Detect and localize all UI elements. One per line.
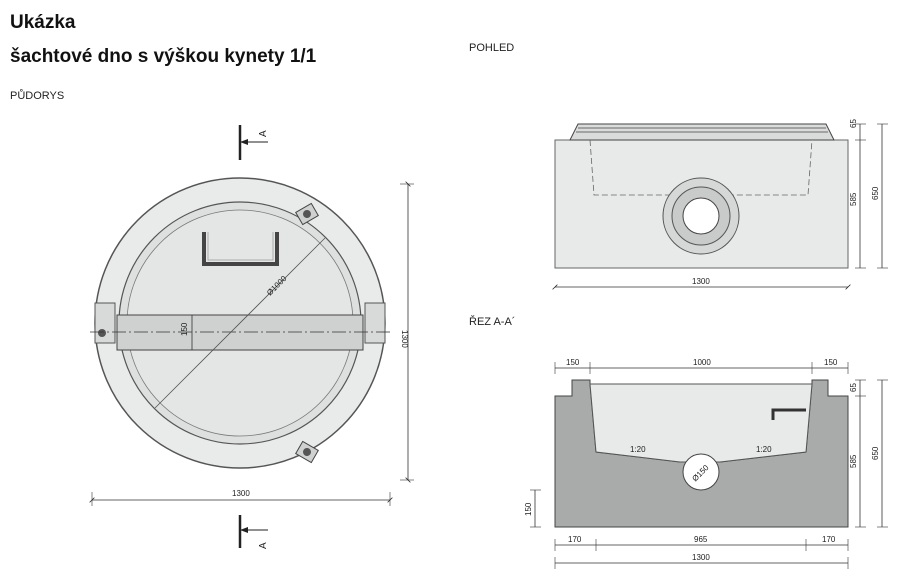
svg-text:1300: 1300 [400, 330, 409, 348]
title-line2: šachtové dno s výškou kynety 1/1 [10, 46, 317, 67]
elevation-view-label: POHLED [469, 42, 515, 54]
channel-width-label: 150 [180, 322, 189, 336]
lifting-anchor-top [295, 202, 319, 226]
section-marker-bottom: A [238, 515, 269, 549]
pipe-stub-right [364, 302, 386, 344]
svg-text:150: 150 [524, 502, 533, 516]
elevation-view: 1300 65 585 650 [552, 119, 888, 290]
svg-text:650: 650 [871, 186, 880, 200]
svg-text:965: 965 [694, 535, 708, 544]
section-cavity [589, 383, 813, 463]
elevation-pipe-inner [682, 197, 720, 235]
svg-text:1300: 1300 [232, 489, 250, 498]
flow-channel [116, 314, 364, 351]
lifting-anchor-bottom [295, 440, 319, 464]
pipe-stub-left [94, 302, 116, 344]
svg-text:1300: 1300 [692, 277, 710, 286]
svg-text:585: 585 [849, 192, 858, 206]
plan-view-label: PŮDORYS [10, 90, 65, 102]
svg-text:150: 150 [824, 358, 838, 367]
svg-text:1:20: 1:20 [756, 445, 772, 454]
svg-text:A: A [258, 542, 269, 549]
svg-text:170: 170 [568, 535, 582, 544]
section-view: Ø150 1:20 1:20 150 1000 150 170 965 170 … [524, 358, 888, 569]
svg-text:170: 170 [822, 535, 836, 544]
svg-text:65: 65 [849, 383, 858, 392]
step-rung [202, 232, 279, 266]
section-marker-top: A [238, 125, 269, 160]
svg-text:585: 585 [849, 454, 858, 468]
section-pipe [682, 453, 720, 491]
svg-text:1:20: 1:20 [630, 445, 646, 454]
title-line1: Ukázka [10, 12, 76, 33]
svg-text:65: 65 [849, 119, 858, 128]
svg-text:A: A [258, 130, 269, 137]
svg-text:650: 650 [871, 446, 880, 460]
svg-text:1000: 1000 [693, 358, 711, 367]
svg-text:1300: 1300 [692, 553, 710, 562]
section-view-label: ŘEZ A-A´ [469, 316, 516, 328]
section-step [771, 408, 806, 420]
diameter-line [154, 237, 326, 409]
plan-view: Ø1000 150 A A 1300 1300 [89, 125, 414, 549]
svg-text:150: 150 [566, 358, 580, 367]
